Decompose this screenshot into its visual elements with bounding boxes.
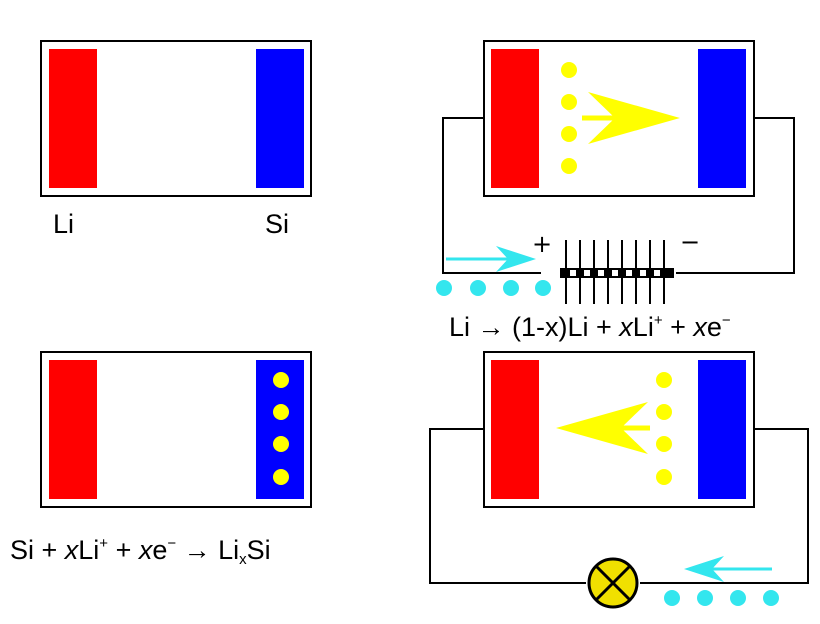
equation-variable: x — [138, 535, 153, 565]
panel-lithiated — [40, 351, 312, 508]
equation-text: + — [108, 535, 139, 565]
wire-left — [429, 428, 586, 584]
si-electrode — [256, 49, 304, 188]
battery-minus-sign: − — [680, 228, 701, 256]
equation-text: Li — [78, 535, 100, 565]
lithium-ion — [656, 404, 672, 420]
lithium-ions — [273, 372, 289, 485]
wire-right — [640, 428, 809, 584]
lithium-ion — [273, 469, 289, 485]
equation-superscript: − — [721, 312, 731, 329]
electron — [664, 590, 680, 606]
rightward-arrow-icon — [582, 92, 680, 144]
lithium-ion — [561, 94, 577, 110]
electron — [436, 280, 452, 296]
equation-variable: x — [619, 312, 633, 342]
battery-plus-sign: + — [532, 230, 553, 258]
li-electrode — [49, 360, 97, 499]
equation-text: e — [706, 312, 722, 342]
wire-right — [676, 117, 795, 274]
lithium-ion — [656, 436, 672, 452]
electron — [470, 280, 486, 296]
equation-variable: x — [693, 312, 707, 342]
equation-text: Li — [632, 312, 654, 342]
equation-text: + — [662, 312, 694, 342]
lithium-ion — [561, 158, 577, 174]
electron — [697, 590, 713, 606]
electron — [535, 280, 551, 296]
electrons — [664, 590, 779, 606]
electrons — [436, 280, 551, 296]
li-label: Li — [53, 209, 75, 239]
lithium-ion — [561, 62, 577, 78]
equation-text: e — [152, 535, 168, 565]
wire-left — [442, 117, 541, 274]
electron — [730, 590, 746, 606]
equation-subscript: x — [239, 551, 247, 568]
electron — [503, 280, 519, 296]
lithium-ion — [561, 126, 577, 142]
equation-superscript: − — [167, 535, 177, 552]
leftward-arrow-icon — [556, 402, 650, 454]
panel-initial — [40, 40, 312, 197]
si-label: Si — [265, 209, 290, 239]
equation-superscript: + — [99, 535, 109, 552]
lithium-ion — [656, 469, 672, 485]
li-electrode — [491, 360, 539, 499]
battery-icon — [560, 240, 674, 304]
equation-variable: x — [64, 535, 79, 565]
panel-discharging — [429, 351, 809, 609]
discharge-equation: Si + xLi+ + xe− → LixSi — [10, 536, 271, 567]
li-electrode — [491, 49, 539, 188]
lamp-icon — [587, 557, 639, 609]
lithium-ion — [656, 372, 672, 388]
equation-text: → Li — [176, 535, 240, 565]
si-electrode — [698, 360, 746, 499]
lithium-ion — [273, 372, 289, 388]
lithium-ion — [273, 404, 289, 420]
si-electrode — [698, 49, 746, 188]
electron-arrow-left — [684, 556, 772, 582]
electron-arrow-right — [446, 246, 536, 272]
panel-charging — [436, 40, 795, 304]
lithium-ion — [273, 436, 289, 452]
electron — [763, 590, 779, 606]
charge-equation: Li → (1-x)Li + xLi+ + xe− — [449, 313, 731, 341]
equation-text: Li → (1-x)Li + — [449, 312, 620, 342]
lithium-ions — [561, 62, 577, 174]
lithium-ions — [656, 372, 672, 485]
li-electrode — [49, 49, 97, 188]
equation-text: Si + — [10, 535, 65, 565]
equation-text: Si — [246, 535, 271, 565]
equation-superscript: + — [653, 312, 663, 329]
